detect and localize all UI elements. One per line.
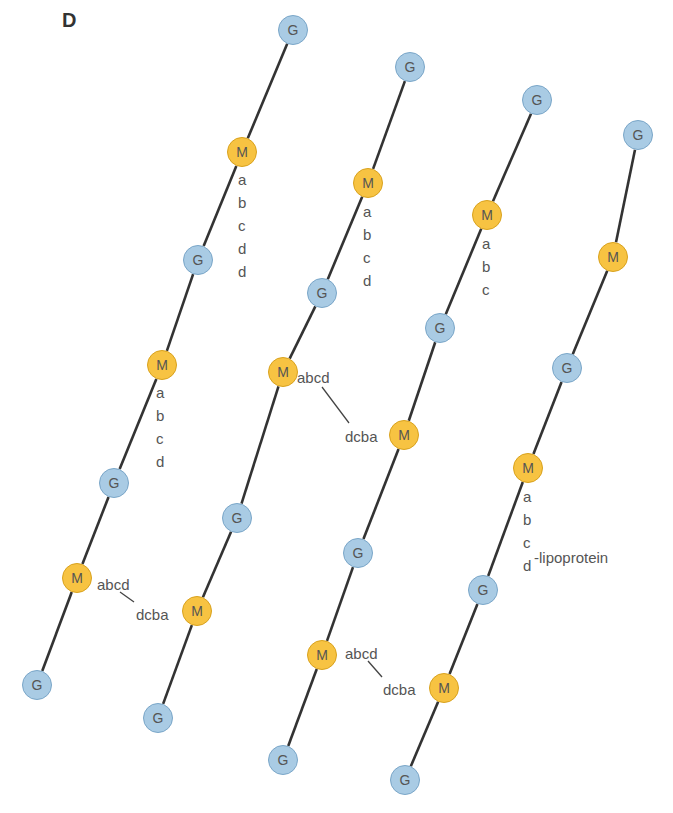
node-text: M <box>316 648 328 662</box>
glycan-strand <box>167 274 193 351</box>
glucosamine-circle: G <box>395 52 425 82</box>
glycan-strand <box>327 567 353 641</box>
glycan-strand <box>290 306 316 358</box>
glucosamine-circle: G <box>343 538 373 568</box>
glycan-strand <box>242 386 279 503</box>
glucosamine-circle: G <box>522 85 552 115</box>
murein-acid-circle: M <box>182 596 212 626</box>
node-text: M <box>191 604 203 618</box>
node-text: M <box>438 681 450 695</box>
peptide-label: dcba <box>136 603 169 626</box>
glycan-strand <box>204 166 237 246</box>
node-text: G <box>435 321 446 335</box>
peptide-label: abcd <box>345 642 378 665</box>
peptide-label: a b c d <box>363 200 371 292</box>
peptide-label: -lipoprotein <box>534 546 608 569</box>
node-text: G <box>32 678 43 692</box>
glycan-strand <box>248 44 287 138</box>
glucosamine-circle: G <box>552 353 582 383</box>
peptide-label: a b c <box>482 232 490 301</box>
panel-letter: D <box>62 8 76 32</box>
glycan-strand <box>616 150 635 243</box>
murein-acid-circle: M <box>598 242 628 272</box>
node-text: G <box>353 546 364 560</box>
glycan-strand <box>42 592 71 671</box>
glucosamine-circle: G <box>390 765 420 795</box>
peptide-label: abcd <box>297 366 330 389</box>
murein-acid-circle: M <box>268 357 298 387</box>
glycan-strand <box>288 669 317 746</box>
peptide-label: a b c d <box>523 485 531 577</box>
glycan-strand <box>488 482 523 576</box>
node-text: G <box>400 773 411 787</box>
glycan-strand <box>82 497 108 564</box>
glycan-strand <box>411 702 438 766</box>
murein-acid-circle: M <box>353 168 383 198</box>
glycan-strand <box>120 379 157 469</box>
node-text: G <box>193 253 204 267</box>
glycan-strand <box>203 532 231 597</box>
glucosamine-circle: G <box>307 278 337 308</box>
glucosamine-circle: G <box>268 745 298 775</box>
node-text: M <box>481 208 493 222</box>
glycan-strand <box>163 625 192 704</box>
glycan-strand <box>373 81 405 169</box>
node-text: G <box>278 753 289 767</box>
node-text: M <box>398 428 410 442</box>
node-text: G <box>317 286 328 300</box>
node-text: G <box>562 361 573 375</box>
node-text: M <box>522 461 534 475</box>
node-text: M <box>236 145 248 159</box>
glucosamine-circle: G <box>425 313 455 343</box>
glycan-strand <box>363 449 398 539</box>
glucosamine-circle: G <box>99 468 129 498</box>
glycan-strand <box>573 271 608 354</box>
cross-link <box>322 387 349 423</box>
glycan-strand <box>409 342 435 421</box>
glycan-strand <box>446 229 481 314</box>
glycan-strand <box>493 114 531 201</box>
node-text: G <box>478 583 489 597</box>
peptide-label: abcd <box>97 573 130 596</box>
node-text: G <box>232 511 243 525</box>
murein-acid-circle: M <box>147 350 177 380</box>
glucosamine-circle: G <box>222 503 252 533</box>
murein-acid-circle: M <box>429 673 459 703</box>
glucosamine-circle: G <box>143 703 173 733</box>
murein-acid-circle: M <box>307 640 337 670</box>
murein-acid-circle: M <box>472 200 502 230</box>
node-text: M <box>607 250 619 264</box>
glycan-strand <box>450 604 478 674</box>
glucosamine-circle: G <box>468 575 498 605</box>
murein-acid-circle: M <box>513 453 543 483</box>
node-text: G <box>633 128 644 142</box>
glucosamine-circle: G <box>278 15 308 45</box>
glucosamine-circle: G <box>183 245 213 275</box>
murein-acid-circle: M <box>62 563 92 593</box>
node-text: M <box>71 571 83 585</box>
glucosamine-circle: G <box>22 670 52 700</box>
node-text: M <box>156 358 168 372</box>
node-text: M <box>362 176 374 190</box>
cross-link <box>120 592 134 602</box>
murein-acid-circle: M <box>389 420 419 450</box>
peptide-label: dcba <box>345 425 378 448</box>
murein-acid-circle: M <box>227 137 257 167</box>
node-text: M <box>277 365 289 379</box>
glycan-strand <box>533 382 561 454</box>
node-text: G <box>532 93 543 107</box>
cross-link <box>368 661 382 677</box>
peptide-label: a b c d d <box>238 168 246 283</box>
node-text: G <box>405 60 416 74</box>
peptide-label: dcba <box>383 678 416 701</box>
peptide-label: a b c d <box>156 381 164 473</box>
node-text: G <box>153 711 164 725</box>
glycan-strand <box>328 197 362 279</box>
node-text: G <box>288 23 299 37</box>
node-text: G <box>109 476 120 490</box>
glucosamine-circle: G <box>623 120 653 150</box>
